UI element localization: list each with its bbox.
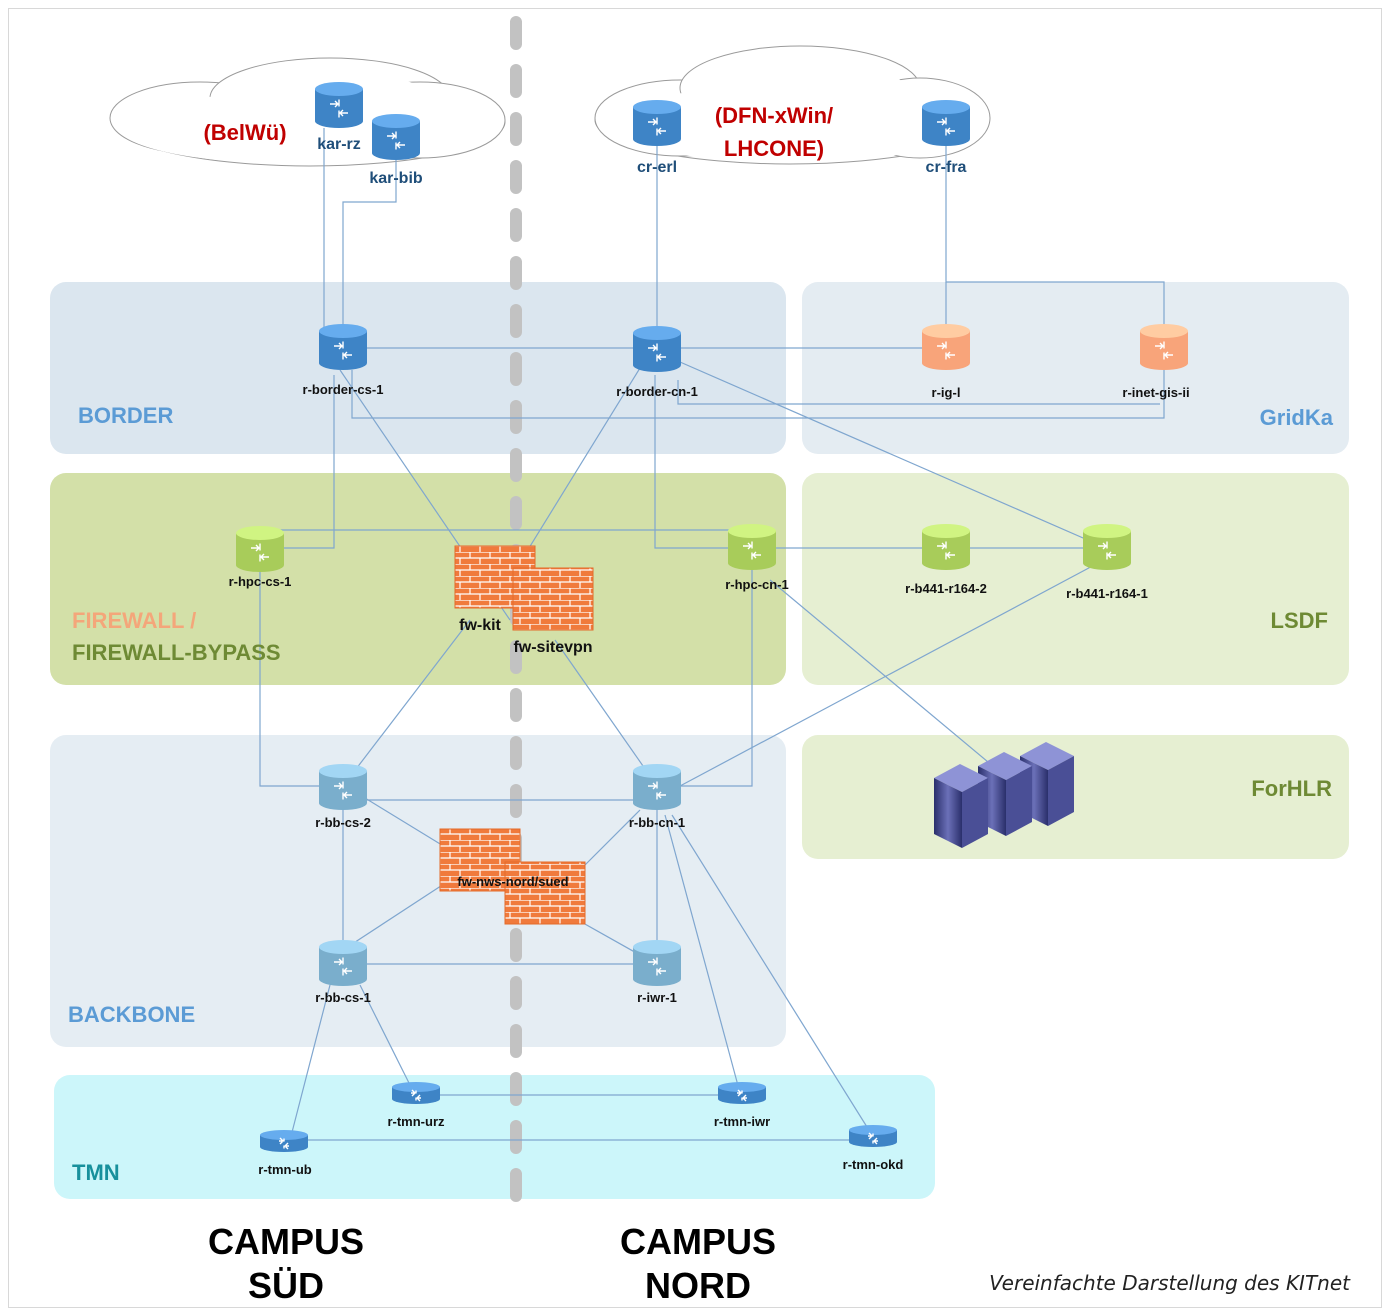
fw-sitevpn-icon (512, 567, 594, 631)
label-r-tmn-ub: r-tmn-ub (258, 1162, 311, 1177)
r-tmn-iwr-icon (718, 1082, 766, 1104)
r-bb-cs-2-icon (319, 764, 367, 810)
cr-erl-icon (633, 100, 681, 146)
links (259, 128, 1165, 1141)
campus-north-line2: NORD (645, 1265, 751, 1303)
zone-label-tmn: TMN (72, 1160, 120, 1185)
zone-label-firewall-line1: FIREWALL / (72, 608, 196, 633)
label-r-border-cs-1: r-border-cs-1 (303, 382, 384, 397)
zone-label-firewall-line2: FIREWALL-BYPASS (72, 640, 281, 665)
campus-south-line2: SÜD (248, 1265, 324, 1303)
zone-tmn (54, 1075, 935, 1199)
label-r-b441-r164-2: r-b441-r164-2 (905, 581, 987, 596)
cloud-dfn-title-line1: (DFN-xWin/ (715, 103, 833, 128)
campus-north-line1: CAMPUS (620, 1221, 776, 1262)
label-r-hpc-cn-1: r-hpc-cn-1 (725, 577, 789, 592)
zone-border (50, 282, 786, 454)
label-r-bb-cs-2: r-bb-cs-2 (315, 815, 371, 830)
label-r-tmn-iwr: r-tmn-iwr (714, 1114, 770, 1129)
r-b441-r164-2-icon (922, 524, 970, 570)
label-kar-bib: kar-bib (369, 170, 423, 187)
r-iwr-1-icon (633, 940, 681, 986)
label-r-tmn-urz: r-tmn-urz (387, 1114, 445, 1129)
zone-label-forhlr: ForHLR (1251, 776, 1332, 801)
router-layer (236, 82, 1188, 1152)
r-tmn-okd-icon (849, 1125, 897, 1147)
label-r-bb-cs-1: r-bb-cs-1 (315, 990, 371, 1005)
r-ig-l-icon (922, 324, 970, 370)
r-tmn-ub-icon (260, 1130, 308, 1152)
kar-rz-icon (315, 82, 363, 128)
node-labels: kar-rz kar-bib cr-erl cr-fra r-border-cs… (229, 136, 1190, 1177)
cloud-belwue-title: (BelWü) (203, 120, 286, 145)
label-r-bb-cn-1: r-bb-cn-1 (629, 815, 685, 830)
fw-nws-icon-front (504, 861, 586, 925)
campus-south-line1: CAMPUS (208, 1221, 364, 1262)
kar-bib-icon (372, 114, 420, 160)
zone-firewall (50, 473, 786, 685)
fw-sitevpn-label: fw-sitevpn (513, 639, 592, 656)
label-r-iwr-1: r-iwr-1 (637, 990, 677, 1005)
diagram-caption: Vereinfachte Darstellung des KITnet (989, 1271, 1351, 1295)
zone-label-border: BORDER (78, 403, 173, 428)
label-r-hpc-cs-1: r-hpc-cs-1 (229, 574, 292, 589)
label-r-ig-l: r-ig-l (932, 385, 961, 400)
r-inet-gis-ii-icon (1140, 324, 1188, 370)
r-bb-cn-1-icon (633, 764, 681, 810)
forhlr-servers-icon (934, 742, 1074, 848)
r-border-cs-1-icon (319, 324, 367, 370)
r-hpc-cn-1-icon (728, 524, 776, 570)
cloud-belwue (109, 57, 506, 167)
r-border-cn-1-icon (633, 326, 681, 372)
cloud-dfn-title-line2: LHCONE) (724, 136, 824, 161)
zone-backbone (50, 735, 786, 1047)
fw-nws-label: fw-nws-nord/sued (457, 874, 568, 889)
zone-label-lsdf: LSDF (1271, 608, 1328, 633)
label-cr-fra: cr-fra (926, 159, 967, 176)
label-r-b441-r164-1: r-b441-r164-1 (1066, 586, 1148, 601)
fw-kit-label: fw-kit (459, 617, 501, 634)
zone-lsdf (802, 473, 1349, 685)
label-r-inet-gis-ii: r-inet-gis-ii (1122, 385, 1189, 400)
cr-fra-icon (922, 100, 970, 146)
r-b441-r164-1-icon (1083, 524, 1131, 570)
label-r-border-cn-1: r-border-cn-1 (616, 384, 698, 399)
r-tmn-urz-icon (392, 1082, 440, 1104)
label-kar-rz: kar-rz (317, 136, 361, 153)
label-r-tmn-okd: r-tmn-okd (843, 1157, 904, 1172)
zone-label-gridka: GridKa (1260, 405, 1334, 430)
r-hpc-cs-1-icon (236, 526, 284, 572)
zone-label-backbone: BACKBONE (68, 1002, 195, 1027)
r-bb-cs-1-icon (319, 940, 367, 986)
zones (50, 282, 1349, 1199)
label-cr-erl: cr-erl (637, 159, 677, 176)
